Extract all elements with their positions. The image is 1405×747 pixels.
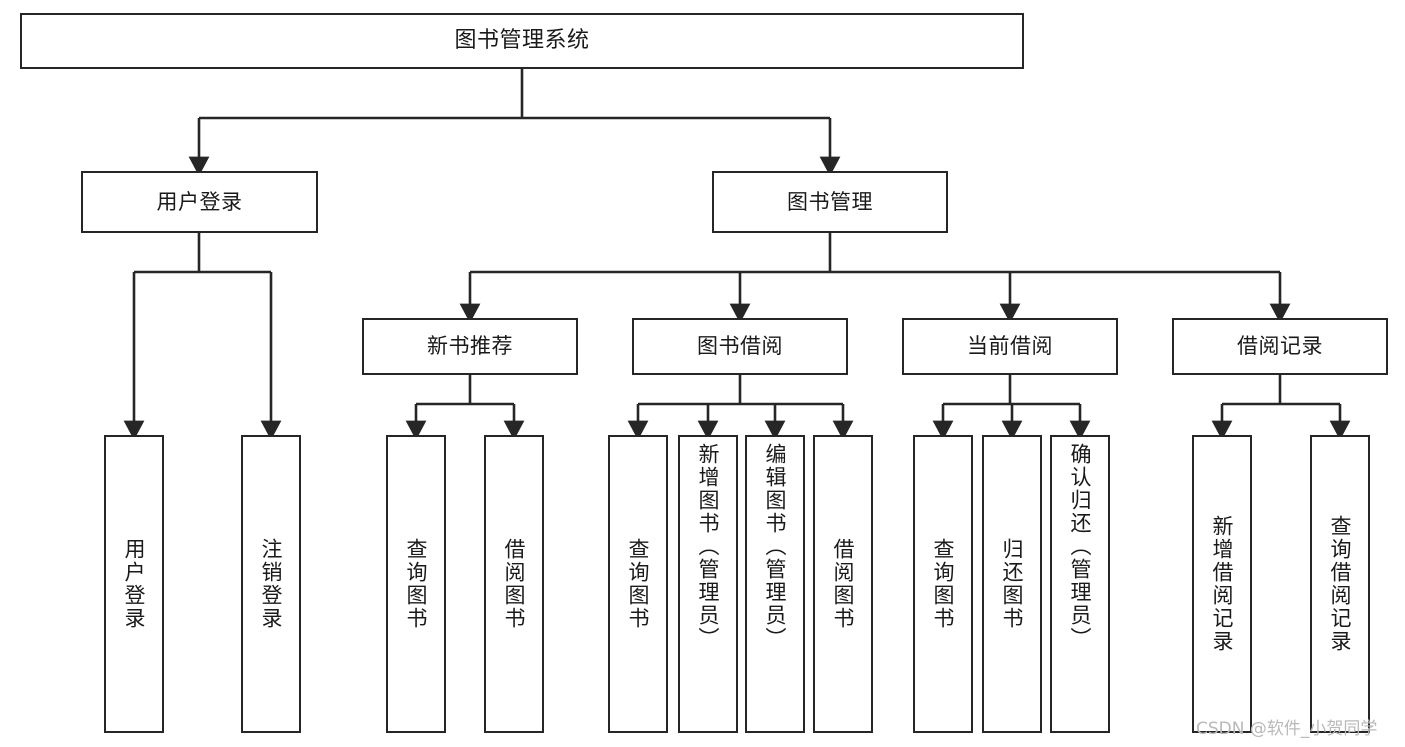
node-user-login-label: 用户登录 (156, 189, 243, 214)
node-leaf-query-book-borrow-label: 查询图书 (626, 538, 651, 630)
node-leaf-add-book-label: 新增图书（管理员） (696, 443, 721, 650)
node-leaf-logout[interactable]: 注销登录 (241, 435, 301, 733)
node-leaf-user-login-label: 用户登录 (122, 538, 147, 630)
node-leaf-confirm-return-label: 确认归还（管理员） (1068, 443, 1093, 650)
node-book-borrow[interactable]: 图书借阅 (632, 318, 848, 375)
node-leaf-logout-label: 注销登录 (259, 538, 284, 630)
node-leaf-borrow-book[interactable]: 借阅图书 (813, 435, 873, 733)
node-leaf-query-book-rec[interactable]: 查询图书 (386, 435, 446, 733)
node-new-book-recommend-label: 新书推荐 (427, 334, 513, 359)
node-leaf-confirm-return[interactable]: 确认归还（管理员） (1050, 435, 1110, 733)
node-leaf-query-book-rec-label: 查询图书 (404, 538, 429, 630)
node-new-book-recommend[interactable]: 新书推荐 (362, 318, 578, 375)
csdn-watermark: CSDN @软件_小贺同学 (1196, 719, 1378, 739)
node-leaf-add-book[interactable]: 新增图书（管理员） (678, 435, 738, 733)
node-leaf-edit-book[interactable]: 编辑图书（管理员） (745, 435, 805, 733)
node-leaf-return-book-label: 归还图书 (1000, 538, 1025, 630)
node-book-borrow-label: 图书借阅 (697, 334, 783, 359)
node-leaf-edit-book-label: 编辑图书（管理员） (763, 443, 788, 650)
node-current-borrow-label: 当前借阅 (967, 334, 1053, 359)
node-leaf-add-record[interactable]: 新增借阅记录 (1192, 435, 1252, 733)
node-leaf-return-book[interactable]: 归还图书 (982, 435, 1042, 733)
node-leaf-borrow-book-rec-label: 借阅图书 (502, 538, 527, 630)
node-leaf-borrow-book-label: 借阅图书 (831, 538, 856, 630)
node-leaf-query-book-borrow[interactable]: 查询图书 (608, 435, 668, 733)
node-current-borrow[interactable]: 当前借阅 (902, 318, 1118, 375)
node-borrow-record-label: 借阅记录 (1237, 334, 1323, 359)
node-leaf-query-record[interactable]: 查询借阅记录 (1310, 435, 1370, 733)
node-leaf-query-book-cur[interactable]: 查询图书 (913, 435, 973, 733)
node-user-login[interactable]: 用户登录 (81, 171, 318, 233)
node-leaf-query-book-cur-label: 查询图书 (931, 538, 956, 630)
node-leaf-query-record-label: 查询借阅记录 (1328, 515, 1353, 653)
node-book-manage[interactable]: 图书管理 (712, 171, 948, 233)
node-leaf-borrow-book-rec[interactable]: 借阅图书 (484, 435, 544, 733)
node-book-manage-label: 图书管理 (787, 189, 873, 214)
node-borrow-record[interactable]: 借阅记录 (1172, 318, 1388, 375)
node-leaf-add-record-label: 新增借阅记录 (1210, 515, 1235, 653)
node-root[interactable]: 图书管理系统 (20, 13, 1024, 69)
node-root-label: 图书管理系统 (454, 28, 590, 54)
node-leaf-user-login[interactable]: 用户登录 (104, 435, 164, 733)
